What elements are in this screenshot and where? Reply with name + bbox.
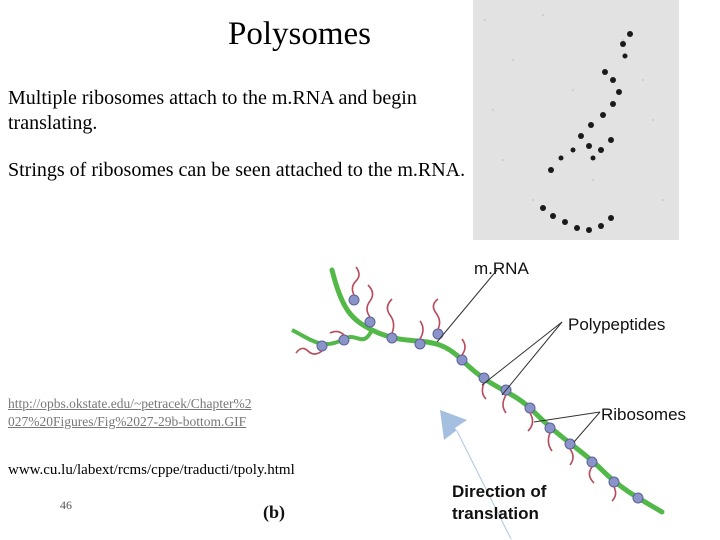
bullet-text-1: Multiple ribosomes attach to the m.RNA a… — [8, 87, 417, 134]
image-source-link[interactable]: http://opbs.okstate.edu/~petracek/Chapte… — [8, 396, 252, 429]
source-url-text: www.cu.lu/labext/rcms/cppe/traducti/tpol… — [8, 462, 295, 478]
polypeptides-label: Polypeptides — [568, 315, 666, 334]
mrna-label: m.RNA — [474, 259, 529, 278]
direction-label-line2: translation — [452, 504, 539, 523]
slide-title: Polysomes — [228, 16, 372, 52]
mrna-strand — [329, 267, 665, 515]
ribosomes-label: Ribosomes — [601, 405, 687, 424]
direction-label-line1: Direction of — [452, 482, 547, 501]
direction-label: Direction of translation — [452, 481, 546, 525]
polysome-diagram — [291, 266, 665, 540]
polysome-micrograph-image — [473, 0, 679, 240]
direction-arrow — [440, 410, 512, 540]
bullet-text-2: Strings of ribosomes can be seen attache… — [8, 159, 466, 181]
panel-label: (b) — [263, 502, 285, 522]
slide-number: 46 — [60, 498, 72, 512]
